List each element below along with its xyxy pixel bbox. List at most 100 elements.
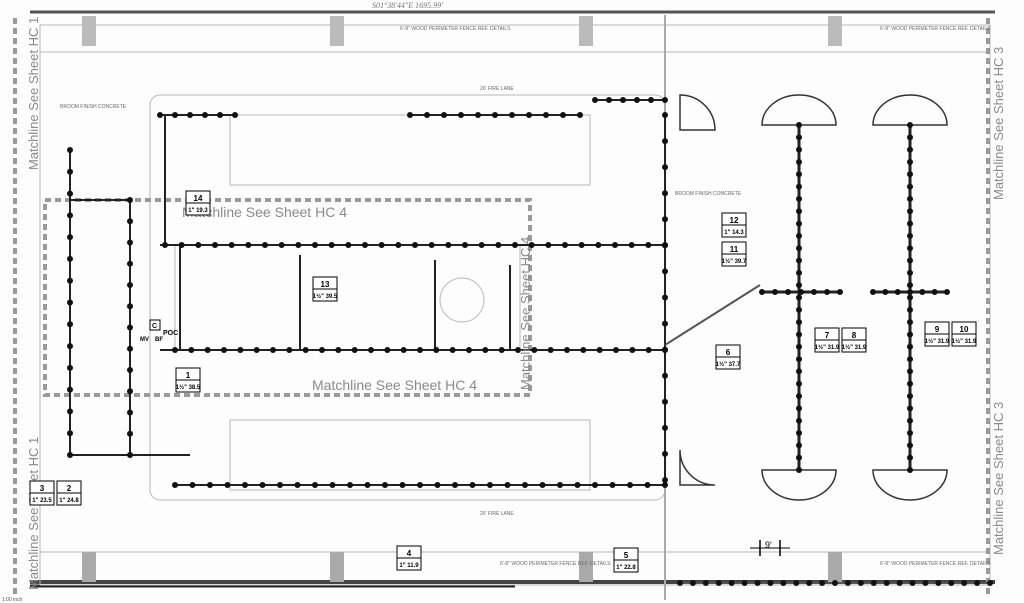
column-top-3 [579,16,593,46]
sprinkler-head [526,112,532,118]
zone-tag-number: 3 [40,484,45,493]
sprinkler-head [278,242,285,248]
sprinkler-head [907,282,913,289]
sprinkler-head [312,482,318,488]
zone-tag-8: 81½" 31.9 [841,327,867,353]
sprinkler-head [767,580,774,586]
sprinkler-head [482,347,489,353]
sprinkler-head [907,146,913,153]
zone-tag-number: 14 [194,194,203,203]
building-wing-bottom [229,419,591,491]
matchline-label-left-bottom: Matchline See Sheet HC 1 [26,437,41,590]
sprinkler-head [909,580,916,586]
sprinkler-head [662,138,668,145]
sprinkler-head [907,122,913,128]
sprinkler-head [217,112,223,118]
sprinkler-head [364,482,371,488]
sprinkler-head [127,345,133,352]
sprinkler-head [399,482,406,488]
zone-tag-12: 121" 14.3 [721,212,747,238]
zone-tag-flow: 1" 14.3 [724,230,744,236]
sprinkler-head [302,347,309,353]
sprinkler-head [592,482,598,488]
sprinkler-head [629,347,636,353]
sprinkler-head [596,347,603,353]
sprinkler-head [400,347,407,353]
sprinkler-head [907,442,913,449]
sprinkler-head [224,482,231,488]
matchline-label-top: Matchline See Sheet HC 4 [182,204,347,220]
sprinkler-head [907,331,913,338]
sprinkler-head [127,260,133,267]
sprinkler-head [67,212,73,219]
sprinkler-head [67,408,73,415]
sprinkler-head [844,580,851,586]
sprinkler-head [620,97,626,103]
sprinkler-head [772,289,778,295]
sprinkler-head [232,112,238,118]
sprinkler-head [987,580,993,586]
sprinkler-head [796,467,802,473]
sprinkler-head [127,282,133,288]
sprinkler-head [662,294,668,301]
sprinkler-head [172,482,178,488]
island-pads [679,94,716,486]
sprinkler-head [796,405,802,412]
fire-lane-note-top: 26' FIRE LANE [480,86,514,92]
matchline-label-left-top: Matchline See Sheet HC 1 [26,17,41,170]
sprinkler-head [127,239,133,246]
sprinkler-head [487,482,493,488]
sprinkler-head [796,294,802,301]
sprinkler-head [127,409,133,416]
sprinkler-head [204,347,211,353]
sprinkler-head [662,268,668,275]
sprinkler-head [127,324,133,331]
sprinkler-head [277,482,283,488]
sprinkler-head [907,319,913,326]
sprinkler-head [512,242,518,248]
sprinkler-head [645,242,652,248]
sprinkler-head [329,482,336,488]
sprinkler-head [539,482,546,488]
sprinkler-head [796,208,802,215]
sprinkler-head [127,388,133,395]
sprinkler-head [417,347,423,353]
sprinkler-head [806,580,813,586]
zone-tag-number: 9 [935,325,940,334]
sprinkler-head [935,580,942,586]
sprinkler-head [907,356,913,363]
sprinkler-head [407,112,413,118]
sprinkler-head [907,343,913,350]
sprinkler-head [595,242,602,248]
sprinkler-head [384,347,391,353]
mv-label: MV [140,337,149,343]
sprinkler-head [907,289,913,295]
sprinkler-head [796,393,802,400]
sprinkler-head [433,347,440,353]
sprinkler-head [662,424,668,431]
zone-tag-number: 6 [726,348,731,357]
sprinkler-head [715,580,722,586]
sprinkler-head [796,171,802,178]
sprinkler-head [796,319,802,326]
sprinkler-head [188,347,195,353]
sprinkler-head [907,257,913,264]
sprinkler-head [796,306,802,313]
column-top-4 [828,16,842,46]
sprinkler-head [883,580,890,586]
sprinkler-head [475,112,481,118]
sprinkler-head [187,112,193,118]
sprinkler-head [677,580,683,586]
sprinkler-head [896,580,903,586]
zone-tag-flow: 1½" 37.7 [716,361,741,368]
sprinkler-head [796,442,802,449]
sprinkler-head [528,242,535,248]
zone-tags: 11½" 38.521" 24.831" 23.541" 11.951" 22.… [29,190,977,573]
sprinkler-head [67,168,73,175]
sprinkler-head [702,580,709,586]
broom-note-left: BROOM FINISH CONCRETE [60,104,127,110]
sprinkler-head [262,242,268,248]
sprinkler-head [796,343,802,350]
sprinkler-head [961,580,968,586]
